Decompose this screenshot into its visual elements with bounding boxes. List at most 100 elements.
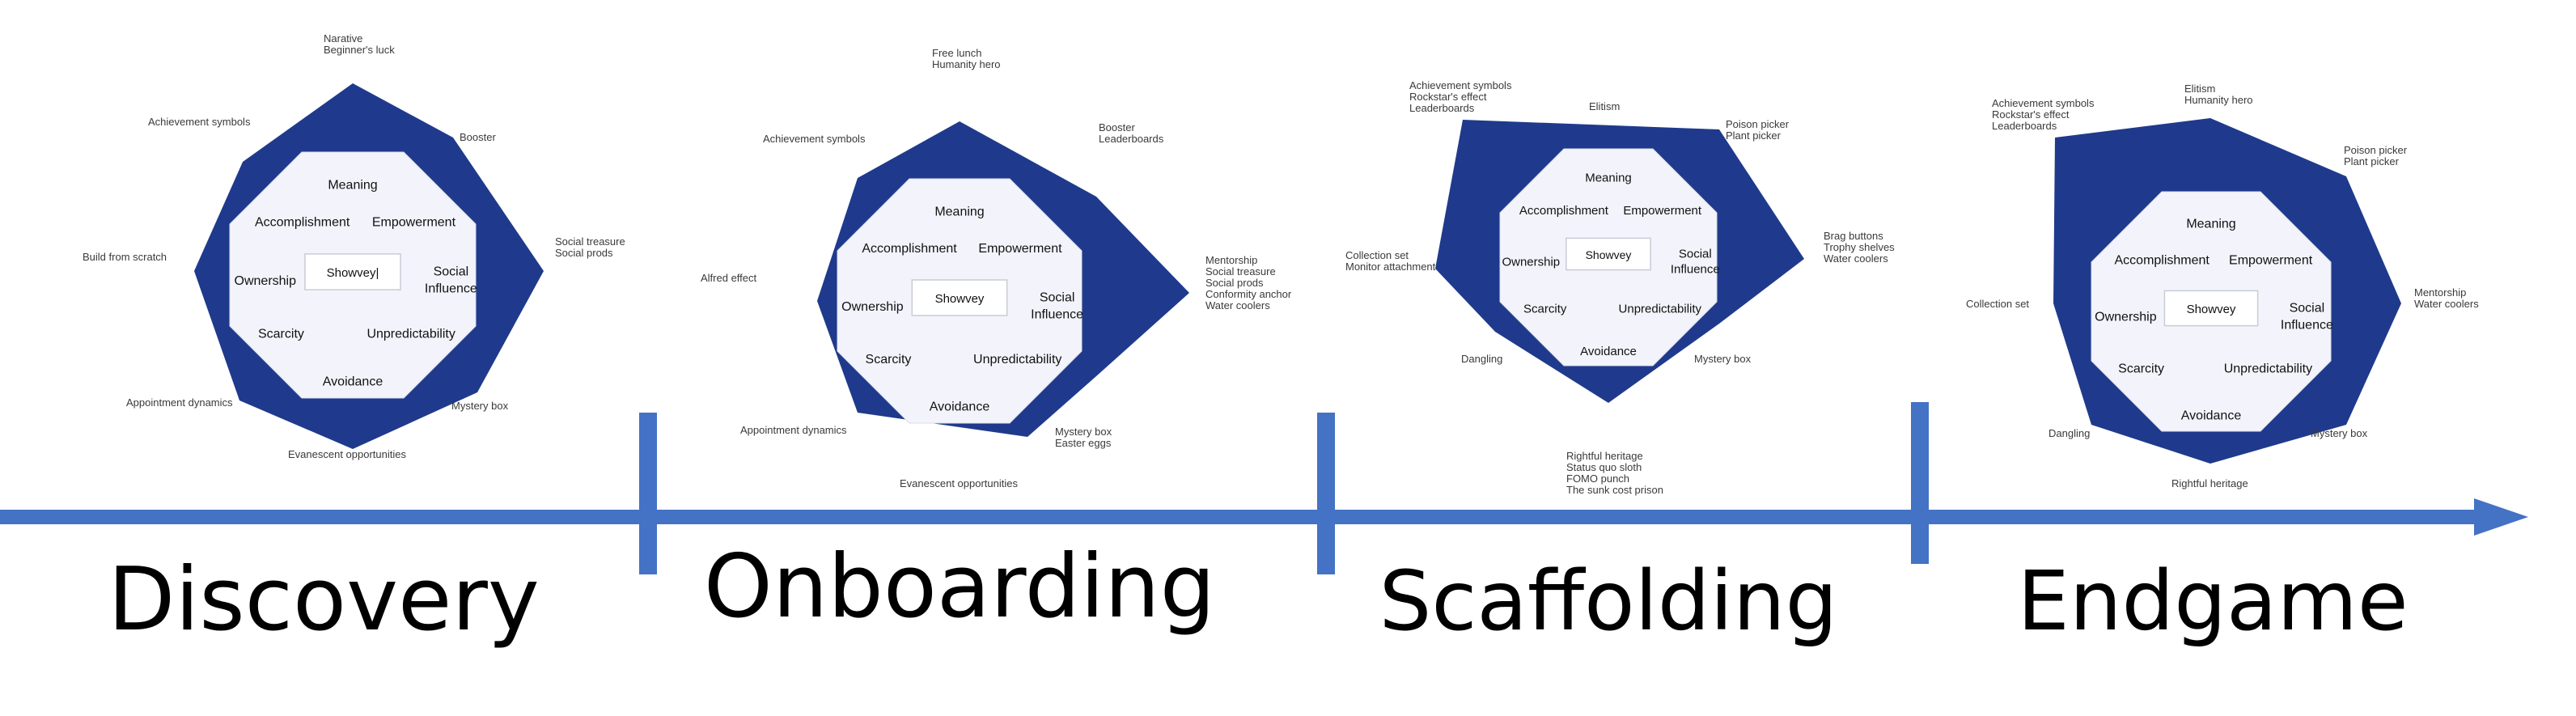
core-drive-ownership: Ownership: [1502, 256, 1560, 269]
core-drive-unpredictability: Unpredictability: [2224, 362, 2312, 376]
core-drive-social-2: Influence: [425, 282, 477, 296]
core-drive-meaning: Meaning: [1585, 171, 1632, 184]
core-drive-empowerment: Empowerment: [978, 242, 1062, 256]
showvey-logo-box: [1566, 237, 1651, 271]
technique-label: Humanity hero: [932, 58, 1001, 70]
technique-label: Rockstar's effect: [1409, 91, 1487, 103]
technique-label: Dangling: [2049, 427, 2090, 439]
technique-label: Social prods: [1205, 277, 1264, 289]
core-drive-social-1: Social: [1040, 290, 1075, 304]
technique-label: Free lunch: [932, 47, 981, 59]
technique-label: Water coolers: [1824, 252, 1888, 265]
technique-label: Booster: [1099, 121, 1135, 133]
technique-label: FOMO punch: [1566, 472, 1629, 485]
technique-label: The sunk cost prison: [1566, 484, 1663, 496]
timeline-bar: [0, 510, 2476, 524]
technique-label: Mystery box: [2311, 427, 2368, 439]
technique-label: Mystery box: [1694, 353, 1752, 365]
core-drive-scarcity: Scarcity: [1523, 303, 1567, 316]
technique-label: Dangling: [1461, 353, 1502, 365]
technique-label: Poison picker: [2344, 144, 2408, 156]
core-drive-social-1: Social: [1679, 248, 1712, 261]
core-drive-social-1: Social: [434, 265, 469, 278]
core-drive-ownership: Ownership: [841, 300, 904, 314]
technique-label: Elitism: [2184, 83, 2215, 95]
core-drive-ownership: Ownership: [235, 274, 297, 288]
technique-label: Plant picker: [1726, 129, 1782, 142]
core-drive-empowerment: Empowerment: [1623, 204, 1702, 218]
technique-label: Water coolers: [1205, 299, 1270, 311]
technique-label: Mystery box: [451, 400, 509, 412]
core-drive-accomplishment: Accomplishment: [862, 242, 957, 256]
core-drive-unpredictability: Unpredictability: [1619, 303, 1702, 316]
technique-label: Booster: [460, 131, 496, 143]
core-drive-meaning: Meaning: [2186, 217, 2235, 231]
stage-title-scaffolding: Scaffolding: [1379, 553, 1838, 650]
technique-label: Brag buttons: [1824, 230, 1883, 242]
technique-label: Social treasure: [555, 235, 625, 248]
timeline-divider-2: [1317, 413, 1335, 574]
core-drive-avoidance: Avoidance: [930, 400, 990, 414]
core-drive-avoidance: Avoidance: [323, 375, 383, 388]
core-drive-ownership: Ownership: [2095, 311, 2157, 324]
technique-label: Humanity hero: [2184, 94, 2253, 106]
showvey-logo-box: [911, 279, 1008, 316]
technique-label: Rightful heritage: [1566, 450, 1643, 462]
technique-label: Evanescent opportunities: [288, 448, 406, 460]
stage-title-onboarding: Onboarding: [704, 536, 1215, 638]
showvey-logo-text: Showvey: [1586, 248, 1632, 261]
core-drive-meaning: Meaning: [328, 179, 377, 193]
core-drive-avoidance: Avoidance: [1580, 345, 1637, 358]
technique-label: Water coolers: [2414, 298, 2479, 310]
technique-label: Narative: [324, 32, 362, 44]
technique-label: Alfred effect: [701, 272, 757, 284]
technique-label: Easter eggs: [1055, 437, 1112, 449]
technique-label: Plant picker: [2344, 155, 2400, 167]
technique-label: Leaderboards: [1099, 133, 1164, 145]
technique-label: Mystery box: [1055, 426, 1112, 438]
technique-label: Leaderboards: [1992, 120, 2057, 132]
showvey-logo-text: Showvey: [935, 292, 985, 306]
core-drive-meaning: Meaning: [934, 205, 984, 218]
technique-label: Achievement symbols: [148, 116, 251, 128]
core-drive-accomplishment: Accomplishment: [2115, 253, 2210, 267]
core-drive-empowerment: Empowerment: [372, 216, 456, 230]
technique-label: Poison picker: [1726, 118, 1790, 130]
technique-label: Leaderboards: [1409, 102, 1475, 114]
technique-label: Collection set: [1966, 298, 2029, 310]
technique-label: Appointment dynamics: [740, 424, 847, 436]
technique-label: Conformity anchor: [1205, 288, 1292, 300]
timeline-divider-1: [639, 413, 657, 574]
core-drive-unpredictability: Unpredictability: [973, 353, 1061, 366]
technique-label: Status quo sloth: [1566, 461, 1642, 473]
technique-label: Elitism: [1589, 100, 1620, 112]
core-drive-social-1: Social: [2290, 301, 2325, 315]
timeline: [0, 402, 2528, 574]
core-drive-scarcity: Scarcity: [866, 353, 912, 366]
core-drive-empowerment: Empowerment: [2229, 253, 2313, 267]
showvey-logo-box: [2163, 290, 2259, 327]
core-drive-avoidance: Avoidance: [2181, 409, 2242, 422]
technique-label: Rightful heritage: [2171, 477, 2248, 489]
timeline-divider-3: [1911, 402, 1929, 564]
core-drive-unpredictability: Unpredictability: [366, 327, 455, 341]
core-drive-accomplishment: Accomplishment: [1519, 204, 1609, 218]
technique-label: Achievement symbols: [763, 133, 866, 145]
technique-label: Trophy shelves: [1824, 241, 1895, 253]
technique-label: Mentorship: [1205, 254, 1257, 266]
stage-title-endgame: Endgame: [2017, 553, 2408, 650]
technique-label: Collection set: [1345, 249, 1409, 261]
technique-label: Achievement symbols: [1992, 97, 2095, 109]
technique-label: Social prods: [555, 247, 613, 259]
core-drive-accomplishment: Accomplishment: [255, 216, 350, 230]
core-drive-scarcity: Scarcity: [2118, 362, 2164, 376]
stage-title-discovery: Discovery: [108, 549, 540, 650]
showvey-logo-text: Showvey: [2187, 303, 2236, 316]
technique-label: Build from scratch: [83, 251, 167, 263]
core-drive-scarcity: Scarcity: [258, 327, 304, 341]
technique-label: Social treasure: [1205, 265, 1276, 278]
